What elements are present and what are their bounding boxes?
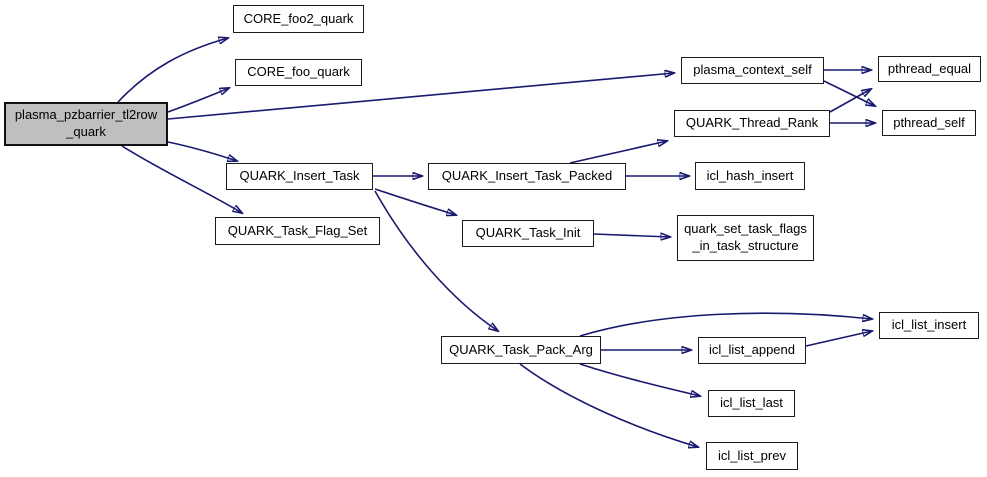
edge-pack-arg-to-icl-list-prev <box>519 363 698 447</box>
node-quark-thread-rank[interactable]: QUARK_Thread_Rank <box>674 110 830 137</box>
node-icl-list-prev[interactable]: icl_list_prev <box>706 442 798 470</box>
node-plasma-context-self[interactable]: plasma_context_self <box>681 57 824 84</box>
edge-root-to-core-foo-quark <box>167 88 229 113</box>
node-quark-set-task-flags-in-task-structure[interactable]: quark_set_task_flags _in_task_structure <box>677 215 814 261</box>
edge-root-to-core-foo2-quark <box>117 38 228 103</box>
edge-task-init-to-set-flags <box>593 234 670 237</box>
node-quark-task-init[interactable]: QUARK_Task_Init <box>462 220 594 247</box>
edge-plasma-context-self-to-pthread-self <box>823 80 875 106</box>
edge-icl-list-append-to-icl-list-insert <box>805 331 872 347</box>
edge-root-to-quark-task-flag-set <box>121 145 242 213</box>
edge-packed-to-quark-thread-rank <box>569 141 667 164</box>
node-quark-insert-task-packed[interactable]: QUARK_Insert_Task_Packed <box>428 163 626 190</box>
node-icl-hash-insert[interactable]: icl_hash_insert <box>695 162 805 190</box>
node-quark-task-pack-arg[interactable]: QUARK_Task_Pack_Arg <box>441 336 601 364</box>
node-pthread-self[interactable]: pthread_self <box>882 110 976 136</box>
node-quark-task-flag-set[interactable]: QUARK_Task_Flag_Set <box>215 217 380 245</box>
node-core-foo2-quark[interactable]: CORE_foo2_quark <box>233 5 364 33</box>
edge-root-to-quark-insert-task <box>167 141 237 161</box>
node-plasma-pzbarrier-tl2row-quark: plasma_pzbarrier_tl2row _quark <box>4 102 168 146</box>
node-icl-list-insert[interactable]: icl_list_insert <box>879 312 979 339</box>
node-icl-list-last[interactable]: icl_list_last <box>708 390 795 417</box>
edge-quark-insert-task-to-task-init <box>374 188 456 215</box>
node-pthread-equal[interactable]: pthread_equal <box>878 56 981 82</box>
edge-quark-thread-rank-to-pthread-equal <box>829 89 871 113</box>
node-quark-insert-task[interactable]: QUARK_Insert_Task <box>226 163 373 190</box>
edge-quark-insert-task-to-pack-arg <box>374 190 498 331</box>
node-icl-list-append[interactable]: icl_list_append <box>698 337 806 364</box>
edge-pack-arg-to-icl-list-last <box>579 363 700 396</box>
node-core-foo-quark[interactable]: CORE_foo_quark <box>235 59 362 86</box>
edge-pack-arg-to-icl-list-insert <box>579 312 872 337</box>
